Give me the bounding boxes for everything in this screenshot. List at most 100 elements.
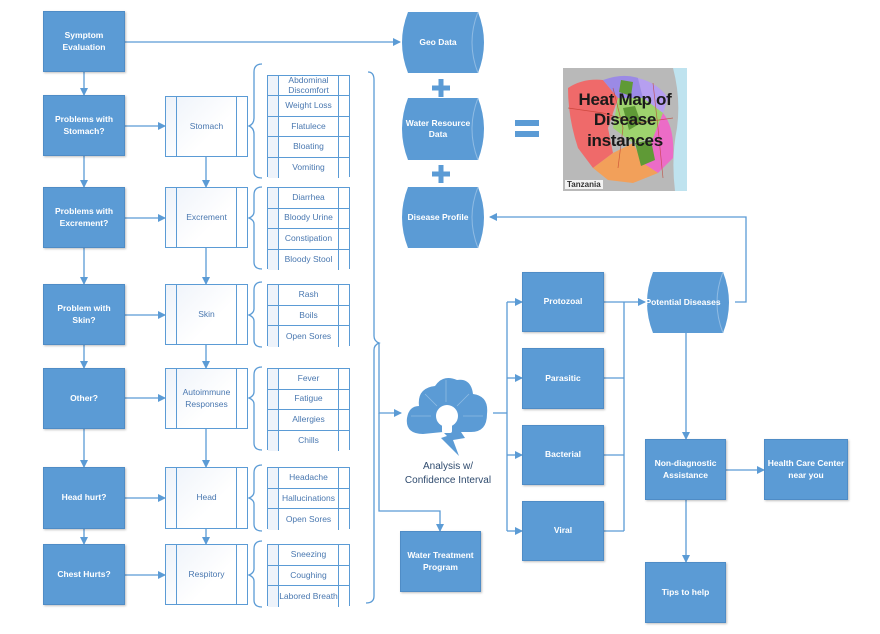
tips-to-help-node[interactable]: Tips to help [645,562,726,623]
symptom-item[interactable]: Diarrhea [268,188,349,209]
symptom-label: Bloating [293,140,324,151]
disease-profile-label: Disease Profile [407,211,469,222]
analysis-label: Analysis w/ Confidence Interval [404,461,492,486]
heat-map-title: Heat Map of Disease instances [578,90,672,150]
potential-diseases-label: Potential Diseases [645,296,721,307]
symptom-item[interactable]: Open Sores [268,326,349,347]
symptom-item[interactable]: Boils [268,305,349,327]
brace-stomach [247,63,263,179]
symptom-item[interactable]: Chills [268,430,349,451]
potential-diseases-cylinder[interactable]: Potential Diseases [645,272,735,333]
symptom-list-excrement: Diarrhea Bloody Urine Constipation Blood… [267,187,350,270]
non-diagnostic-assistance-node[interactable]: Non-diagnostic Assistance [645,439,726,500]
symptom-item[interactable]: Bloating [268,137,349,158]
question-label: Problem with Skin? [57,303,111,325]
health-care-label: Health Care Center near you [767,458,845,480]
symptom-item[interactable]: Headache [268,468,349,489]
question-label: Problems with Stomach? [54,114,114,136]
category-excrement-node[interactable]: Excrement [165,187,248,248]
symptom-label: Allergies [292,413,325,424]
water-treatment-label: Water Treatment Program [407,550,474,572]
symptom-item[interactable]: Open Sores [268,509,349,530]
pathogen-parasitic-node[interactable]: Parasitic [522,348,604,409]
geo-data-cylinder[interactable]: Geo Data [400,12,490,73]
question-skin-node[interactable]: Problem with Skin? [43,284,125,345]
question-other-node[interactable]: Other? [43,368,125,429]
pathogen-bacterial-node[interactable]: Bacterial [522,425,604,485]
category-label: Excrement [186,211,227,222]
symptom-list-autoimmune: Fever Fatigue Allergies Chills [267,368,350,451]
symptom-item[interactable]: Fever [268,369,349,390]
pathogen-label: Protozoal [543,296,583,307]
plus-icon [432,79,450,97]
question-excrement-node[interactable]: Problems with Excrement? [43,187,125,248]
category-skin-node[interactable]: Skin [165,284,248,345]
question-label: Problems with Excrement? [54,206,114,228]
symptom-label: Open Sores [285,513,332,524]
health-care-center-node[interactable]: Health Care Center near you [764,439,848,500]
symptom-label: Bloody Stool [284,253,333,264]
pathogen-label: Parasitic [545,372,581,383]
category-label: Autoimmune Responses [182,387,231,409]
symptom-item[interactable]: Hallucinations [268,488,349,510]
water-resource-data-cylinder[interactable]: Water Resource Data [400,98,490,160]
symptom-item[interactable]: Allergies [268,410,349,431]
symptom-label: Headache [289,471,328,482]
water-resource-data-label: Water Resource Data [405,117,471,139]
symptom-label: Abdominal Discomfort [288,74,329,95]
symptom-item[interactable]: Rash [268,285,349,306]
pathogen-viral-node[interactable]: Viral [522,501,604,561]
category-respitory-node[interactable]: Respitory [165,544,248,605]
symptom-item[interactable]: Weight Loss [268,96,349,117]
symptom-item[interactable]: Constipation [268,229,349,250]
symptom-label: Flatulece [291,120,326,131]
cloud-lightbulb-icon[interactable] [403,372,493,457]
cylinder-shape [402,187,484,248]
symptom-label: Vomiting [292,161,325,172]
disease-profile-cylinder[interactable]: Disease Profile [400,187,490,248]
symptom-list-respitory: Sneezing Coughing Labored Breath [267,544,350,607]
pathogen-protozoal-node[interactable]: Protozoal [522,272,604,332]
symptom-label: Weight Loss [285,100,332,111]
symptom-label: Chills [298,434,319,445]
category-label: Respitory [188,568,225,579]
question-label: Head hurt? [61,492,107,503]
question-chest-node[interactable]: Chest Hurts? [43,544,125,605]
water-treatment-node[interactable]: Water Treatment Program [400,531,481,592]
category-label: Skin [198,308,215,319]
heat-map-country-label: Tanzania [565,180,603,189]
symptom-item[interactable]: Sneezing [268,545,349,566]
brace-skin [247,281,263,348]
symptom-item[interactable]: Abdominal Discomfort [268,74,349,97]
question-stomach-node[interactable]: Problems with Stomach? [43,95,125,156]
category-stomach-node[interactable]: Stomach [165,96,248,157]
question-label: Chest Hurts? [57,568,111,579]
symptom-label: Open Sores [285,330,332,341]
question-head-node[interactable]: Head hurt? [43,467,125,529]
symptom-label: Rash [298,288,319,299]
symptom-item[interactable]: Bloody Stool [268,249,349,270]
symptom-label: Fever [297,372,320,383]
symptom-item[interactable]: Flatulece [268,116,349,138]
symptom-item[interactable]: Fatigue [268,389,349,410]
category-label: Head [196,492,217,503]
connector-brace-analysis [378,343,402,417]
brace-head [247,464,263,532]
symptom-evaluation-node[interactable]: Symptom Evaluation [43,11,125,72]
symptom-label: Constipation [284,232,333,243]
symptom-label: Labored Breath [279,590,338,601]
symptom-label: Bloody Urine [284,212,333,223]
symptom-item[interactable]: Labored Breath [268,586,349,607]
symptom-label: Diarrhea [292,191,325,202]
equals-icon [515,120,539,137]
symptom-item[interactable]: Coughing [268,565,349,587]
symptom-item[interactable]: Vomiting [268,157,349,179]
heat-map-image[interactable]: Heat Map of Disease instances Tanzania [563,68,687,191]
geo-data-label: Geo Data [419,36,457,47]
category-autoimmune-node[interactable]: Autoimmune Responses [165,368,248,429]
symptom-label: Fatigue [294,393,323,404]
symptom-list-head: Headache Hallucinations Open Sores [267,467,350,530]
non-diagnostic-label: Non-diagnostic Assistance [654,458,717,480]
symptom-item[interactable]: Bloody Urine [268,208,349,229]
category-head-node[interactable]: Head [165,467,248,529]
